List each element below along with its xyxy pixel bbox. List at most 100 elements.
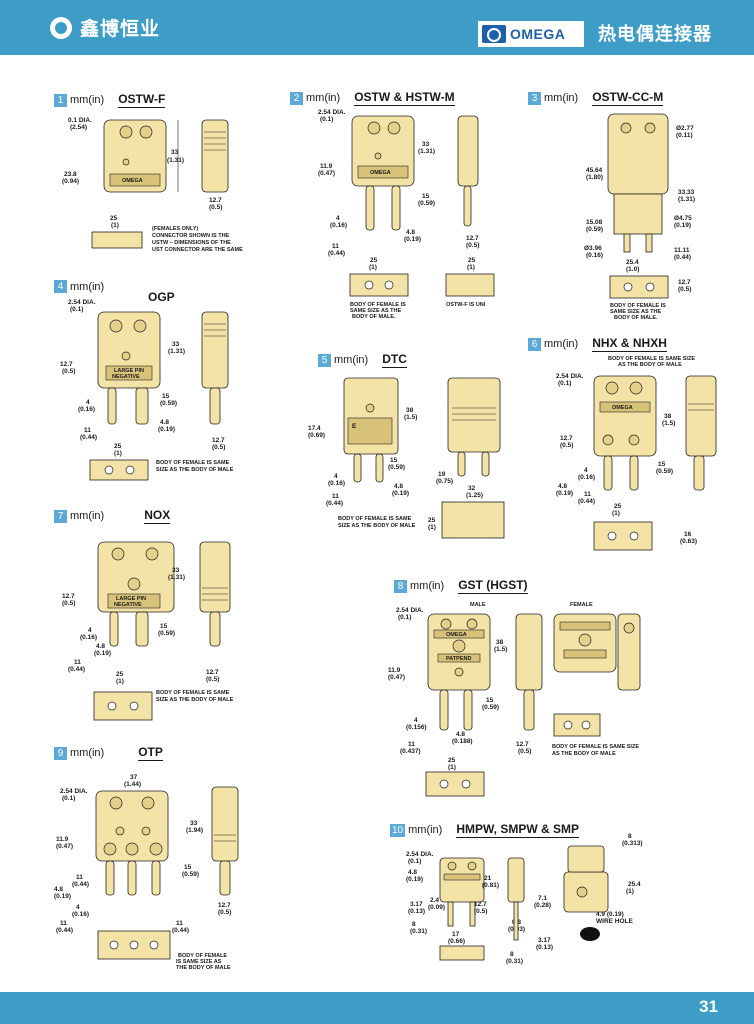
svg-text:USTW – DIMENSIONS OF THE: USTW – DIMENSIONS OF THE (152, 240, 231, 246)
svg-text:16: 16 (684, 531, 692, 538)
svg-text:Ø2.77: Ø2.77 (676, 125, 694, 132)
svg-text:4: 4 (88, 627, 92, 634)
svg-text:(0.59): (0.59) (586, 226, 603, 233)
section-title: OGP (148, 290, 175, 304)
svg-text:BODY OF FEMALE IS SAME SIZE: BODY OF FEMALE IS SAME SIZE (608, 356, 695, 362)
svg-text:4: 4 (334, 473, 338, 480)
plate-brand: OMEGA (446, 632, 467, 638)
svg-text:(1): (1) (467, 264, 475, 271)
svg-text:(0.313): (0.313) (622, 840, 643, 847)
ogp-drawing: LARGE PIN NEGATIVE 2.54 DIA. (0.1) 33 (1… (60, 299, 234, 481)
svg-text:SAME SIZE AS THE: SAME SIZE AS THE (350, 308, 401, 314)
svg-text:2.4: 2.4 (430, 897, 439, 904)
svg-text:(0.44): (0.44) (68, 666, 85, 673)
svg-text:BODY OF FEMALE: BODY OF FEMALE (178, 953, 227, 959)
svg-text:2.54 DIA.: 2.54 DIA. (556, 373, 584, 380)
svg-text:(0.16): (0.16) (328, 480, 345, 487)
svg-text:(0.59): (0.59) (160, 400, 177, 407)
svg-text:(0.13): (0.13) (536, 944, 553, 951)
svg-text:4.9 (0.19): 4.9 (0.19) (596, 911, 624, 918)
svg-text:(2.54): (2.54) (70, 124, 87, 131)
section-dtc: 5 mm(in) DTC E 38 (1.5) 17.4 (0.69) 15 (… (308, 352, 518, 539)
svg-text:(0.5): (0.5) (209, 204, 222, 211)
section-gst-hgst: 8 mm(in) GST (HGST) MALE FEMALE OMEGA PA… (388, 578, 654, 800)
svg-text:FEMALE: FEMALE (570, 602, 593, 608)
svg-text:NEGATIVE: NEGATIVE (114, 602, 142, 608)
section-number: 7 (54, 509, 67, 523)
svg-text:(1.44): (1.44) (124, 781, 141, 788)
svg-text:(0.44): (0.44) (674, 254, 691, 261)
svg-text:(0.5): (0.5) (518, 748, 531, 755)
section-title: OSTW & HSTW-M (354, 90, 455, 106)
svg-text:(0.59): (0.59) (182, 871, 199, 878)
svg-text:(0.16): (0.16) (330, 222, 347, 229)
svg-text:(0.5): (0.5) (678, 286, 691, 293)
section-header: 5 mm(in) DTC (318, 352, 407, 368)
section-title: OSTW-F (118, 92, 166, 108)
svg-text:(0.1): (0.1) (558, 380, 571, 387)
svg-text:25: 25 (370, 257, 378, 264)
svg-text:BODY OF FEMALE IS: BODY OF FEMALE IS (350, 302, 406, 308)
svg-text:(0.188): (0.188) (452, 738, 473, 745)
svg-text:THE BODY OF MALE: THE BODY OF MALE (176, 965, 231, 971)
section-header: 4 mm(in) (54, 280, 104, 293)
page-number: 31 (699, 997, 718, 1016)
svg-text:(0.16): (0.16) (578, 474, 595, 481)
svg-text:4.8: 4.8 (558, 483, 567, 490)
svg-text:(1): (1) (369, 264, 377, 271)
svg-text:OSTW-F IS UNI: OSTW-F IS UNI (446, 302, 486, 308)
svg-text:Ø4.75: Ø4.75 (674, 215, 692, 222)
nhx-nhxh-drawing: BODY OF FEMALE IS SAME SIZE AS THE BODY … (556, 356, 717, 551)
svg-text:2.54 DIA.: 2.54 DIA. (318, 109, 346, 116)
svg-text:4.8: 4.8 (456, 731, 465, 738)
section-title: HMPW, SMPW & SMP (456, 822, 580, 838)
svg-text:(1): (1) (612, 510, 620, 517)
svg-text:15: 15 (162, 393, 170, 400)
svg-text:(0.16): (0.16) (586, 252, 603, 259)
svg-text:12.7: 12.7 (678, 279, 691, 286)
svg-text:(0.31): (0.31) (410, 928, 427, 935)
svg-text:(0.31): (0.31) (506, 958, 523, 965)
svg-text:15: 15 (658, 461, 666, 468)
section-number: 8 (394, 579, 407, 593)
svg-text:(0.59): (0.59) (482, 704, 499, 711)
svg-text:(0.09): (0.09) (428, 904, 445, 911)
svg-text:CONNECTOR SHOWN IS THE: CONNECTOR SHOWN IS THE (152, 233, 230, 239)
svg-text:45.64: 45.64 (586, 167, 603, 174)
svg-text:4: 4 (86, 399, 90, 406)
svg-text:25: 25 (428, 517, 436, 524)
svg-text:15: 15 (160, 623, 168, 630)
svg-text:SIZE AS THE BODY OF MALE: SIZE AS THE BODY OF MALE (156, 467, 234, 473)
svg-text:SAME SIZE AS THE: SAME SIZE AS THE (610, 309, 661, 315)
svg-text:(0.19): (0.19) (674, 222, 691, 229)
svg-text:4.8: 4.8 (54, 886, 63, 893)
svg-text:11: 11 (76, 874, 83, 881)
svg-text:(0.28): (0.28) (534, 902, 551, 909)
nox-drawing: LARGE PIN NEGATIVE 33 (1.31) 12.7 (0.5) … (62, 541, 234, 721)
svg-text:32: 32 (468, 485, 476, 492)
svg-text:33: 33 (172, 341, 180, 348)
svg-text:(0.19): (0.19) (392, 490, 409, 497)
svg-text:(0.44): (0.44) (578, 498, 595, 505)
svg-text:(0.44): (0.44) (172, 927, 189, 934)
svg-text:12.7: 12.7 (60, 361, 73, 368)
section-number: 9 (54, 746, 67, 760)
section-header: 9 mm(in) OTP (54, 745, 163, 761)
svg-text:33: 33 (422, 141, 430, 148)
ostw-f-drawing: OMEGA 0.1 DIA. (2.54) 33 (1.31) 23.8 (0.… (62, 117, 243, 253)
dtc-letter: E (352, 423, 357, 430)
unit-label: mm(in) (70, 94, 105, 106)
unit-label: mm(in) (70, 280, 105, 293)
svg-text:11: 11 (332, 493, 339, 500)
svg-text:11: 11 (332, 243, 339, 250)
section-number: 5 (318, 353, 331, 367)
svg-text:25.4: 25.4 (626, 259, 639, 266)
svg-text:17.4: 17.4 (308, 425, 321, 432)
svg-text:(0.19): (0.19) (406, 876, 423, 883)
svg-text:(0.59): (0.59) (388, 464, 405, 471)
svg-text:15: 15 (184, 864, 192, 871)
svg-text:(0.19): (0.19) (404, 236, 421, 243)
svg-text:(0.11): (0.11) (676, 132, 693, 139)
svg-text:(0.16): (0.16) (72, 911, 89, 918)
plate-brand: OMEGA (612, 405, 633, 411)
